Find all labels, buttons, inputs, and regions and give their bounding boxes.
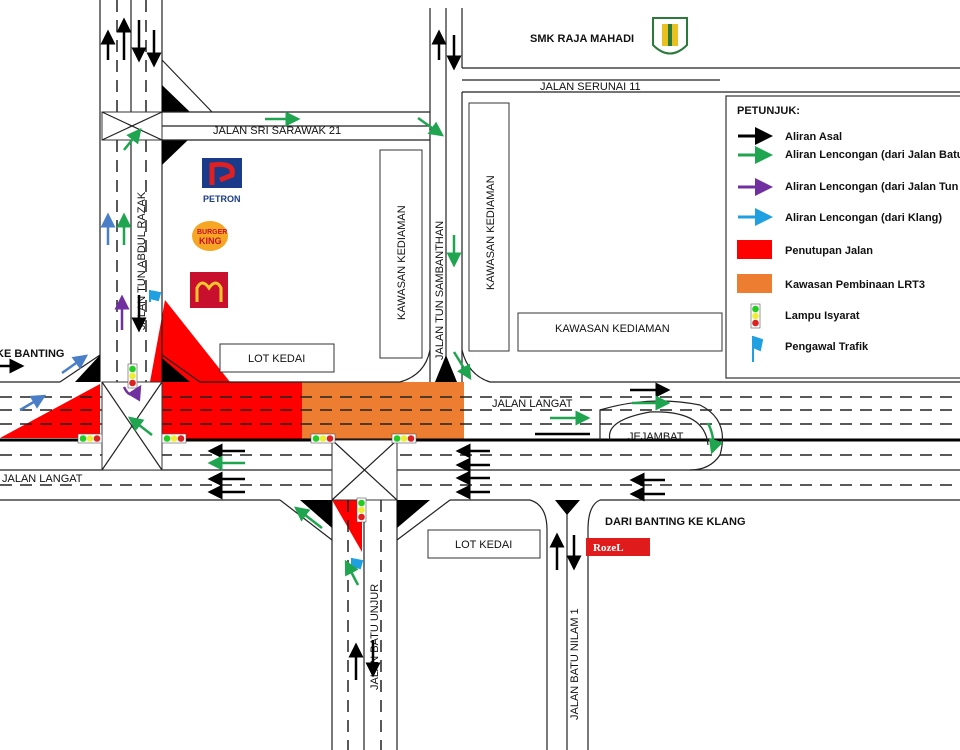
legend-item-road-closure: Penutupan Jalan: [785, 245, 873, 257]
lot-kedai-2: [427, 529, 541, 559]
legend: PETUNJUK: Aliran Asal Aliran Lencongan (…: [725, 95, 960, 379]
residential-block-3: [517, 312, 723, 352]
road-tun-sambanthan: [399, 8, 491, 383]
diversion-arrows-batu-unjur: [116, 111, 724, 586]
residential-label-1: KAWASAN KEDIAMAN: [396, 205, 408, 320]
flyover-label: JEJAMBAT: [628, 431, 684, 443]
dari-banting-label: DARI BANTING KE KLANG: [605, 516, 746, 528]
ke-banting-label: KE BANTING: [0, 348, 64, 360]
mcdonalds-logo: [190, 272, 228, 308]
svg-text:BURGER: BURGER: [197, 229, 227, 236]
legend-item-diversion-batu-unjur: Aliran Lencongan (dari Jalan Batu Unjur): [785, 149, 960, 161]
traffic-police-flag-icon: [752, 336, 764, 362]
lot-kedai-label-1: LOT KEDAI: [248, 353, 305, 365]
residential-label-3: KAWASAN KEDIAMAN: [555, 323, 670, 335]
road-label-tun-sambanthan: JALAN TUN SAMBANTHAN: [434, 221, 446, 360]
road-label-batu-nilam: JALAN BATU NILAM 1: [569, 608, 581, 720]
flyover-inner: [608, 411, 709, 446]
road-label-langat-east: JALAN LANGAT: [492, 398, 573, 410]
road-label-serunai: JALAN SERUNAI 11: [540, 81, 641, 93]
road-label-batu-unjur: JALAN BATU UNJUR: [369, 584, 381, 690]
petron-logo: PETRON: [202, 158, 242, 204]
diversion-arrows-tun-abdul-razak: [114, 294, 142, 402]
residential-block-1: [379, 149, 423, 359]
school-label: SMK RAJA MAHADI: [530, 33, 634, 45]
road-serunai-11: [462, 67, 960, 93]
legend-item-traffic-light: Lampu Isyarat: [785, 310, 860, 322]
residential-label-2: KAWASAN KEDIAMAN: [485, 175, 497, 290]
intersection-box-south: [331, 439, 398, 501]
rozel-logo: RozeL: [586, 538, 650, 556]
burger-king-logo: BURGER KING: [192, 221, 228, 251]
diversion-arrows-klang: [19, 212, 116, 412]
school-crest-icon: [652, 17, 688, 55]
legend-item-diversion-tun-abdul-razak: Aliran Lencongan (dari Jalan Tun Abdul R…: [785, 181, 960, 193]
original-flow-arrows: [0, 17, 671, 680]
road-label-langat-west: JALAN LANGAT: [2, 473, 83, 485]
svg-text:PETRON: PETRON: [203, 194, 241, 204]
legend-title: PETUNJUK:: [737, 105, 800, 117]
legend-item-diversion-klang: Aliran Lencongan (dari Klang): [785, 212, 942, 224]
svg-text:KING: KING: [199, 236, 222, 246]
road-batu-nilam-1: [529, 499, 601, 750]
legend-item-original-flow: Aliran Asal: [785, 131, 842, 143]
lot-kedai-label-2: LOT KEDAI: [455, 539, 512, 551]
residential-block-2: [468, 102, 510, 352]
lot-kedai-1: [219, 343, 335, 373]
lrt3-construction-area: [302, 382, 464, 440]
road-label-sri-sarawak: JALAN SRI SARAWAK 21: [213, 125, 341, 137]
intersection-box-north: [101, 111, 163, 141]
legend-item-lrt3: Kawasan Pembinaan LRT3: [785, 279, 925, 291]
svg-text:RozeL: RozeL: [593, 542, 624, 554]
legend-item-traffic-police: Pengawal Trafik: [785, 341, 869, 353]
road-batu-unjur: [279, 499, 451, 750]
